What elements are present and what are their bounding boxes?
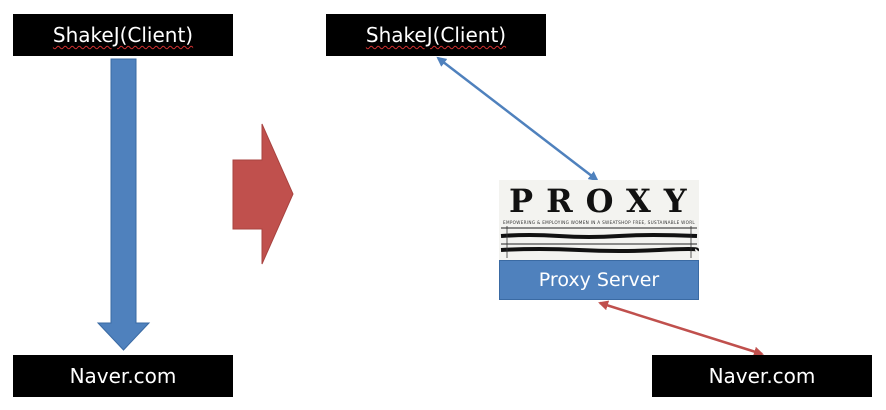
proxy-server-label: Proxy Server: [538, 269, 660, 291]
client-label: ShakeJ(Client): [52, 23, 194, 47]
naver-label: Naver.com: [69, 364, 177, 388]
naver-box-left: Naver.com: [13, 355, 233, 397]
client-box-left: ShakeJ(Client): [13, 14, 233, 56]
proxy-server-box: Proxy Server: [499, 260, 699, 300]
naver-label: Naver.com: [708, 364, 816, 388]
client-box-right: ShakeJ(Client): [326, 14, 546, 56]
client-label: ShakeJ(Client): [365, 23, 507, 47]
down-block-arrow: [96, 58, 151, 351]
proxy-logo-stripes: [500, 226, 699, 258]
proxy-logo-tagline: EMPOWERING & EMPLOYING WOMEN IN A SWEATS…: [503, 220, 695, 225]
proxy-logo-image: PROXY EMPOWERING & EMPLOYING WOMEN IN A …: [499, 180, 699, 260]
client-proxy-connector: [436, 56, 599, 182]
transition-block-arrow: [232, 123, 294, 265]
proxy-logo-text: PROXY: [509, 182, 699, 220]
proxy-naver-connector: [598, 300, 764, 357]
naver-box-right: Naver.com: [652, 355, 872, 397]
